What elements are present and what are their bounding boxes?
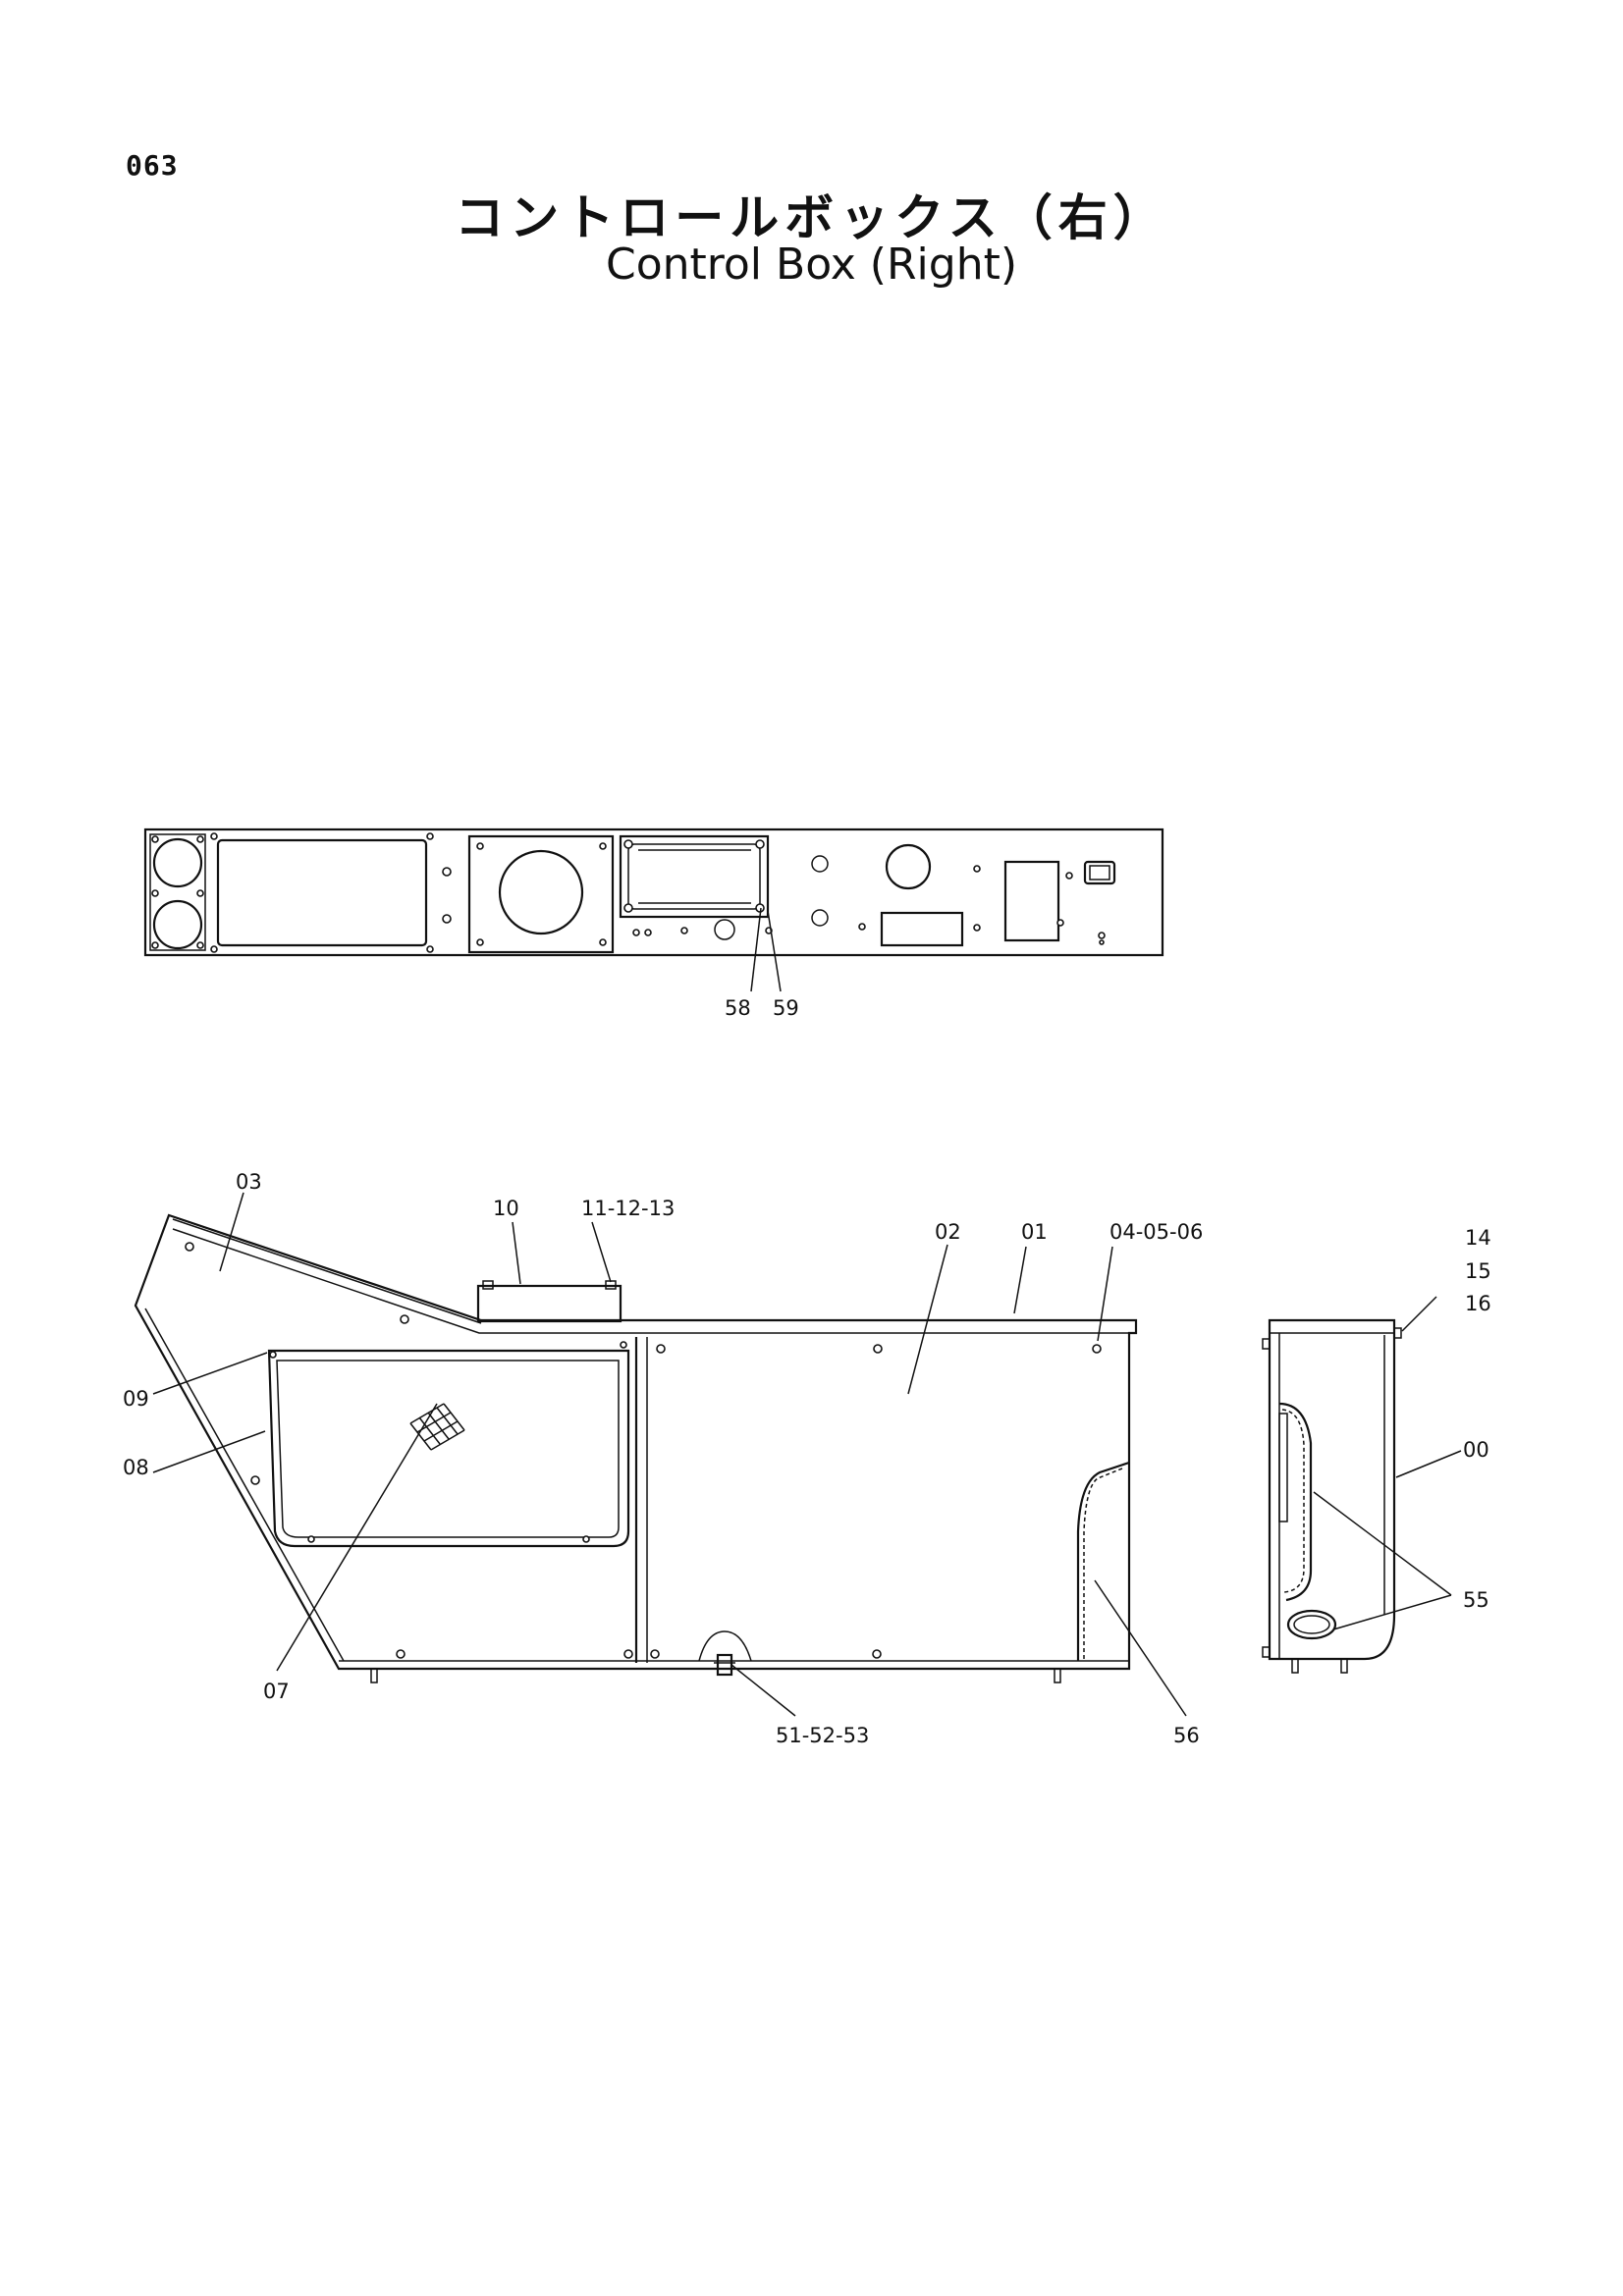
callout-51-52-53: 51-52-53 — [776, 1724, 869, 1747]
callout-14: 14 — [1465, 1226, 1491, 1250]
control-box-end-view — [1262, 1296, 1462, 1674]
callout-15: 15 — [1465, 1259, 1491, 1283]
title-japanese: コントロールボックス（右） — [455, 189, 1168, 246]
mesh-grille-icon — [409, 1403, 465, 1451]
callout-10: 10 — [493, 1197, 519, 1220]
callout-02: 02 — [935, 1220, 961, 1244]
callout-16: 16 — [1465, 1292, 1491, 1315]
callout-01: 01 — [1021, 1220, 1048, 1244]
control-box-side-view — [134, 1192, 1187, 1717]
callout-08: 08 — [123, 1456, 149, 1479]
callout-00: 00 — [1463, 1438, 1489, 1462]
panel-plate-view — [143, 828, 1164, 992]
callout-07: 07 — [263, 1680, 290, 1703]
callout-59: 59 — [773, 996, 799, 1020]
title-english: Control Box (Right) — [605, 240, 1017, 290]
callout-56: 56 — [1173, 1724, 1200, 1747]
callout-11-12-13: 11-12-13 — [581, 1197, 675, 1220]
callout-58: 58 — [725, 996, 751, 1020]
callout-55: 55 — [1463, 1588, 1489, 1612]
callout-09: 09 — [123, 1387, 149, 1411]
callout-04-05-06: 04-05-06 — [1109, 1220, 1203, 1244]
callout-03: 03 — [236, 1170, 262, 1194]
page-number: 063 — [126, 149, 179, 182]
